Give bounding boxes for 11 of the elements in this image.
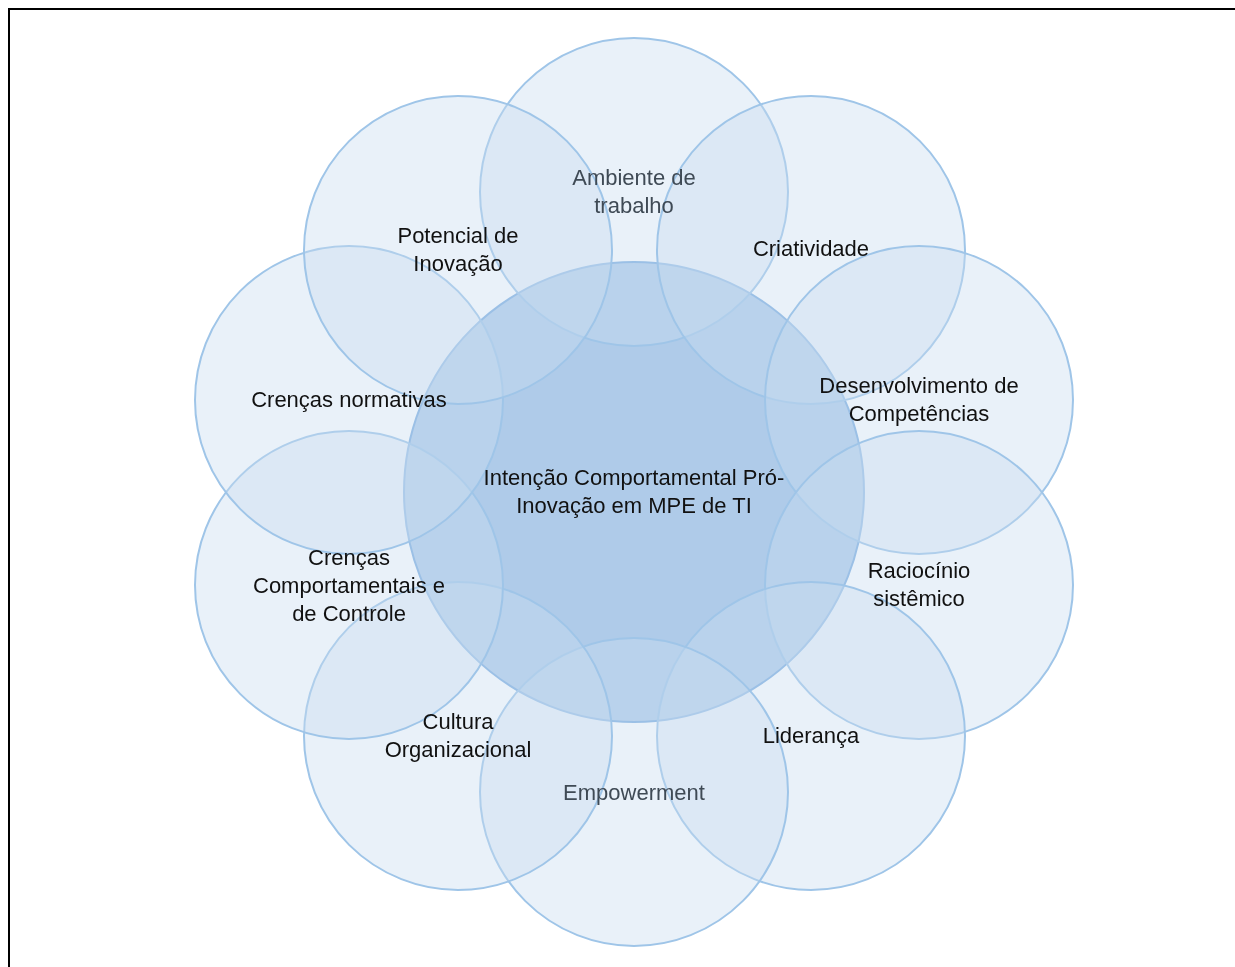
circle-label: Crenças Comportamentais e de Controle	[252, 544, 446, 628]
circle-label: Raciocínio sistêmico	[866, 557, 972, 613]
circle-label: Cultura Organizacional	[383, 708, 533, 764]
circle-label: Desenvolvimento de Competências	[818, 372, 1020, 428]
circle-label: Crenças normativas	[250, 386, 448, 414]
circle-label: Criatividade	[751, 235, 871, 263]
circle-label: Ambiente de trabalho	[571, 164, 697, 220]
circle-label: Intenção Comportamental Pró-Inovação em MPE de TI	[482, 464, 786, 520]
circle-label: Potencial de Inovação	[396, 222, 520, 278]
circle-label: Liderança	[761, 722, 861, 750]
circle-label: Empowerment	[562, 779, 706, 807]
